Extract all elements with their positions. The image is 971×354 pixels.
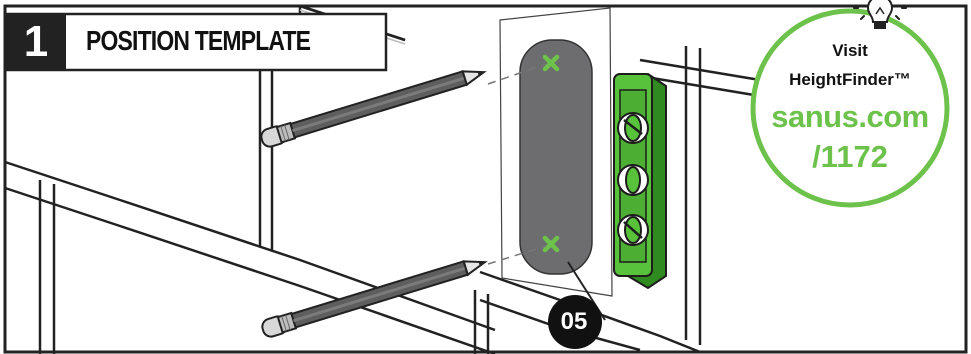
badge-url-domain[interactable]: sanus.com xyxy=(750,99,950,135)
badge-visit-text: Visit xyxy=(750,41,950,61)
badge-url-path[interactable]: /1172 xyxy=(750,139,950,175)
part-number-label: 05 xyxy=(554,305,594,339)
pencil-icon xyxy=(259,64,486,149)
step-title: POSITION TEMPLATE xyxy=(86,25,310,57)
step-number: 1 xyxy=(6,14,66,70)
badge-heightfinder-text: HeightFinder™ xyxy=(750,70,950,90)
pencil-icon xyxy=(260,254,487,339)
level-icon xyxy=(614,74,666,288)
step-header-box: 1 POSITION TEMPLATE xyxy=(0,0,386,70)
